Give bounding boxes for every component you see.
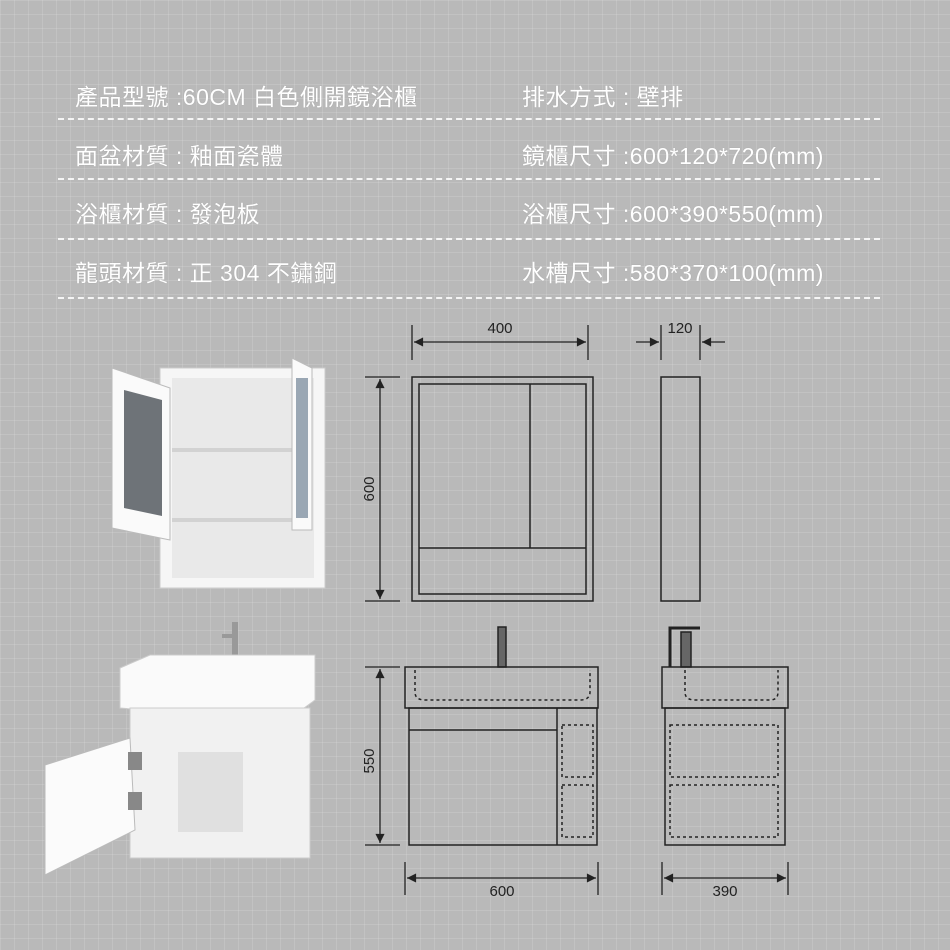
divider [58,297,880,299]
spec-value: : 壁排 [622,84,684,110]
spec-value: :600*390*550(mm) [622,201,824,227]
spec-model: 產品型號 :60CM 白色側開鏡浴櫃 [75,78,418,112]
spec-basin-material: 面盆材質 : 釉面瓷體 [75,137,284,171]
mirror-cabinet-photo [111,357,326,589]
spec-label: 龍頭材質 [75,260,169,286]
spec-value: :600*120*720(mm) [622,143,824,169]
spec-faucet-material: 龍頭材質 : 正 304 不鏽鋼 [75,254,337,288]
divider [58,238,880,240]
spec-label: 水槽尺寸 [522,260,616,286]
spec-label: 浴櫃尺寸 [522,201,616,227]
spec-value: : 釉面瓷體 [175,143,284,169]
mirror-cabinet-drawing [411,376,701,602]
dim-label-vanity-width: 600 [489,883,514,900]
dim-label-vanity-height: 550 [361,748,378,773]
divider [58,118,880,120]
spec-label: 浴櫃材質 [75,201,169,227]
dim-label-vanity-depth: 390 [712,883,737,900]
spec-label: 產品型號 [75,84,169,110]
divider [58,178,880,180]
spec-cabinet-material: 浴櫃材質 : 發泡板 [75,195,260,229]
dim-label-mirror-width: 400 [487,320,512,337]
spec-value: : 發泡板 [175,201,261,227]
spec-drainage: 排水方式 : 壁排 [522,78,684,112]
spec-sink-size: 水槽尺寸 :580*370*100(mm) [522,254,824,288]
spec-value: :580*370*100(mm) [622,260,824,286]
spec-cabinet-size: 浴櫃尺寸 :600*390*550(mm) [522,195,824,229]
vanity-drawing [404,626,789,846]
spec-value: :60CM 白色側開鏡浴櫃 [175,84,418,110]
spec-value: : 正 304 不鏽鋼 [175,260,338,286]
spec-label: 面盆材質 [75,143,169,169]
spec-label: 鏡櫃尺寸 [522,143,616,169]
dim-label-mirror-height: 600 [361,476,378,501]
spec-mirror-size: 鏡櫃尺寸 :600*120*720(mm) [522,137,824,171]
dim-label-mirror-depth: 120 [667,320,692,337]
vanity-photo [44,622,316,876]
spec-label: 排水方式 [522,84,616,110]
